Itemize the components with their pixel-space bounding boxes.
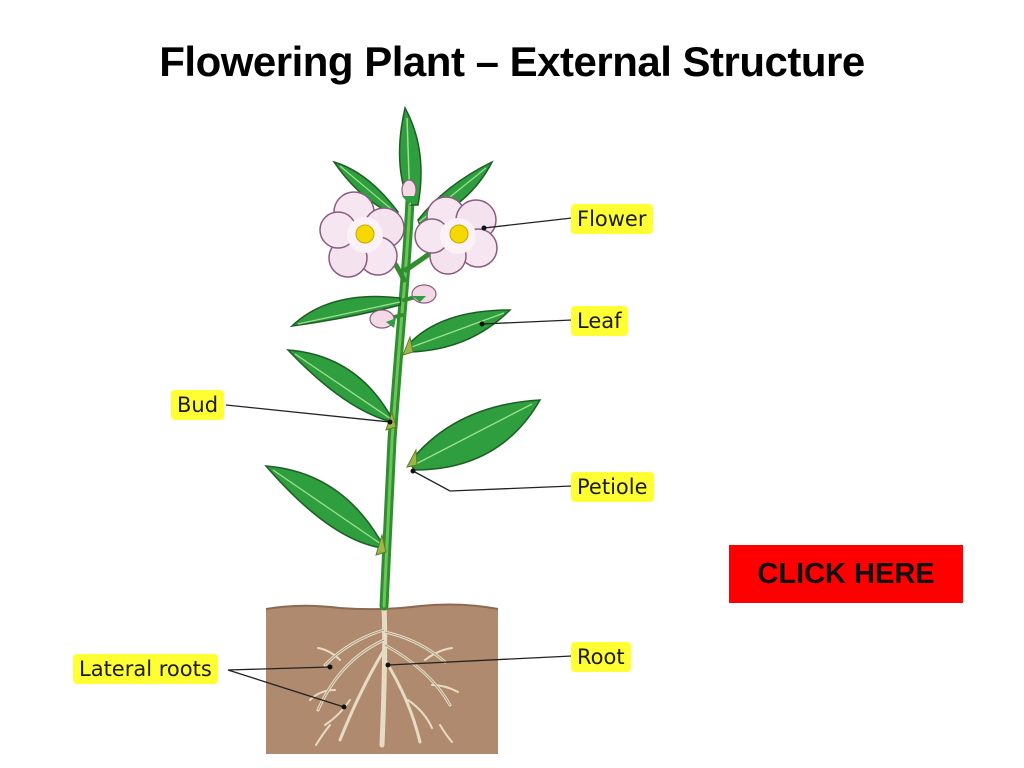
click-here-button[interactable]: CLICK HERE: [729, 545, 963, 603]
label-lateral-roots: Lateral roots: [73, 654, 218, 684]
label-petiole: Petiole: [571, 472, 654, 502]
label-root: Root: [571, 642, 631, 672]
label-bud: Bud: [171, 390, 225, 420]
flower-right: [414, 196, 498, 275]
flower-left: [319, 191, 405, 278]
label-flower: Flower: [571, 204, 653, 234]
flower-buds: [369, 179, 437, 329]
leader-lines: [225, 217, 573, 708]
slide-title: Flowering Plant – External Structure: [159, 38, 865, 85]
label-leaf: Leaf: [571, 306, 628, 336]
leader-dots: [327, 225, 487, 710]
leaves: [264, 105, 542, 549]
